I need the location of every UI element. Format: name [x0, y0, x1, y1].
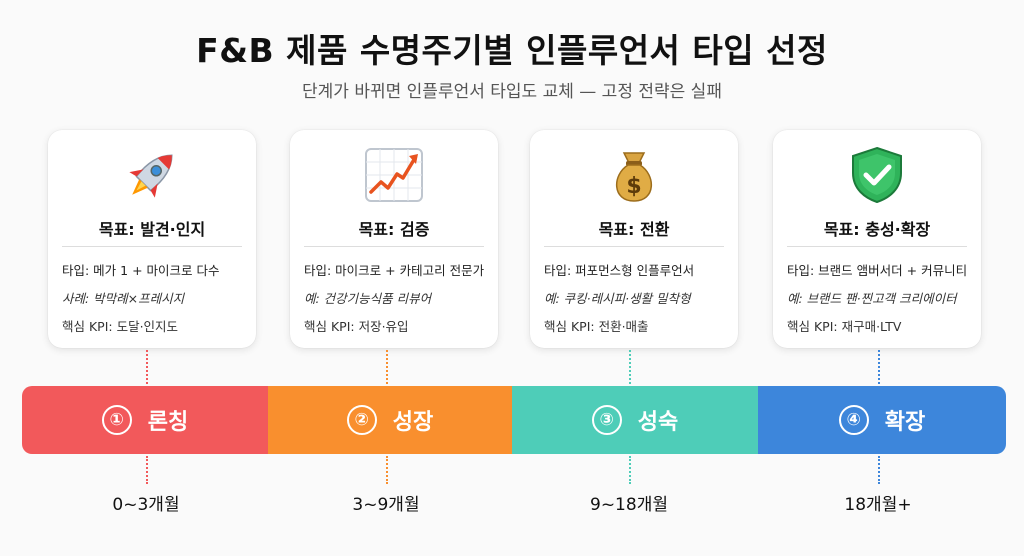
divider — [787, 246, 967, 247]
stage-bar-expansion: ④ 확장 — [758, 386, 1006, 454]
connector-line — [146, 456, 148, 484]
connector-line — [386, 350, 388, 384]
stage-goal: 목표: 검증 — [358, 220, 430, 239]
page-title: F&B 제품 수명주기별 인플루언서 타입 선정 — [196, 31, 828, 70]
stage-type: 타입: 퍼포먼스형 인플루언서 — [544, 263, 695, 278]
divider — [62, 246, 242, 247]
stage-type: 타입: 마이크로 + 카테고리 전문가 — [304, 263, 485, 278]
stage-period: 9~18개월 — [590, 495, 668, 515]
stage-period: 0~3개월 — [112, 495, 180, 515]
chart-up-icon — [290, 144, 498, 206]
stage-goal: 목표: 발견·인지 — [98, 220, 206, 239]
stage-name: 성장 — [392, 410, 434, 435]
stage-name: 론칭 — [147, 410, 189, 435]
stage-goal: 목표: 충성·확장 — [823, 220, 931, 239]
divider — [304, 246, 484, 247]
stage-type: 타입: 브랜드 앰버서더 + 커뮤니티 — [787, 263, 968, 278]
page-subtitle: 단계가 바뀌면 인플루언서 타입도 교체 — 고정 전략은 실패 — [302, 82, 722, 102]
svg-text:$: $ — [626, 174, 641, 199]
stage-bar-growth: ② 성장 — [268, 386, 512, 454]
stage-type: 타입: 메가 1 + 마이크로 다수 — [62, 263, 220, 278]
stage-example: 예: 브랜드 팬·찐고객 크리에이터 — [787, 291, 957, 306]
stage-bar-launch: ① 론칭 — [22, 386, 268, 454]
divider — [544, 246, 724, 247]
stage-card-growth: 목표: 검증 타입: 마이크로 + 카테고리 전문가 예: 건강기능식품 리뷰어… — [290, 130, 498, 348]
connector-line — [629, 456, 631, 484]
connector-line — [878, 350, 880, 384]
connector-line — [386, 456, 388, 484]
stage-number: ① — [101, 405, 132, 435]
stage-number: ③ — [591, 405, 622, 435]
stage-card-expansion: 목표: 충성·확장 타입: 브랜드 앰버서더 + 커뮤니티 예: 브랜드 팬·찐… — [773, 130, 981, 348]
stage-card-launch: 목표: 발견·인지 타입: 메가 1 + 마이크로 다수 사례: 박막례×프레시… — [48, 130, 256, 348]
shield-check-icon — [773, 144, 981, 206]
stage-number: ④ — [838, 405, 869, 435]
stage-number: ② — [346, 405, 377, 435]
stage-name: 성숙 — [637, 410, 679, 435]
stage-example: 예: 건강기능식품 리뷰어 — [304, 291, 432, 306]
connector-line — [629, 350, 631, 384]
stage-example: 사례: 박막례×프레시지 — [62, 291, 185, 306]
stage-goal: 목표: 전환 — [598, 220, 670, 239]
stage-period: 3~9개월 — [352, 495, 420, 515]
stage-bar-maturity: ③ 성숙 — [512, 386, 758, 454]
stage-kpi: 핵심 KPI: 재구매·LTV — [787, 319, 902, 334]
stage-name: 확장 — [884, 410, 926, 435]
stage-card-maturity: $ 목표: 전환 타입: 퍼포먼스형 인플루언서 예: 쿠킹·레시피·생활 밀착… — [530, 130, 738, 348]
stage-example: 예: 쿠킹·레시피·생활 밀착형 — [544, 291, 691, 306]
stage-kpi: 핵심 KPI: 도달·인지도 — [62, 319, 179, 334]
rocket-icon — [48, 144, 256, 206]
stage-kpi: 핵심 KPI: 전환·매출 — [544, 319, 649, 334]
stage-kpi: 핵심 KPI: 저장·유입 — [304, 319, 409, 334]
connector-line — [146, 350, 148, 384]
stage-period: 18개월+ — [844, 495, 912, 515]
money-bag-icon: $ — [530, 144, 738, 206]
connector-line — [878, 456, 880, 484]
